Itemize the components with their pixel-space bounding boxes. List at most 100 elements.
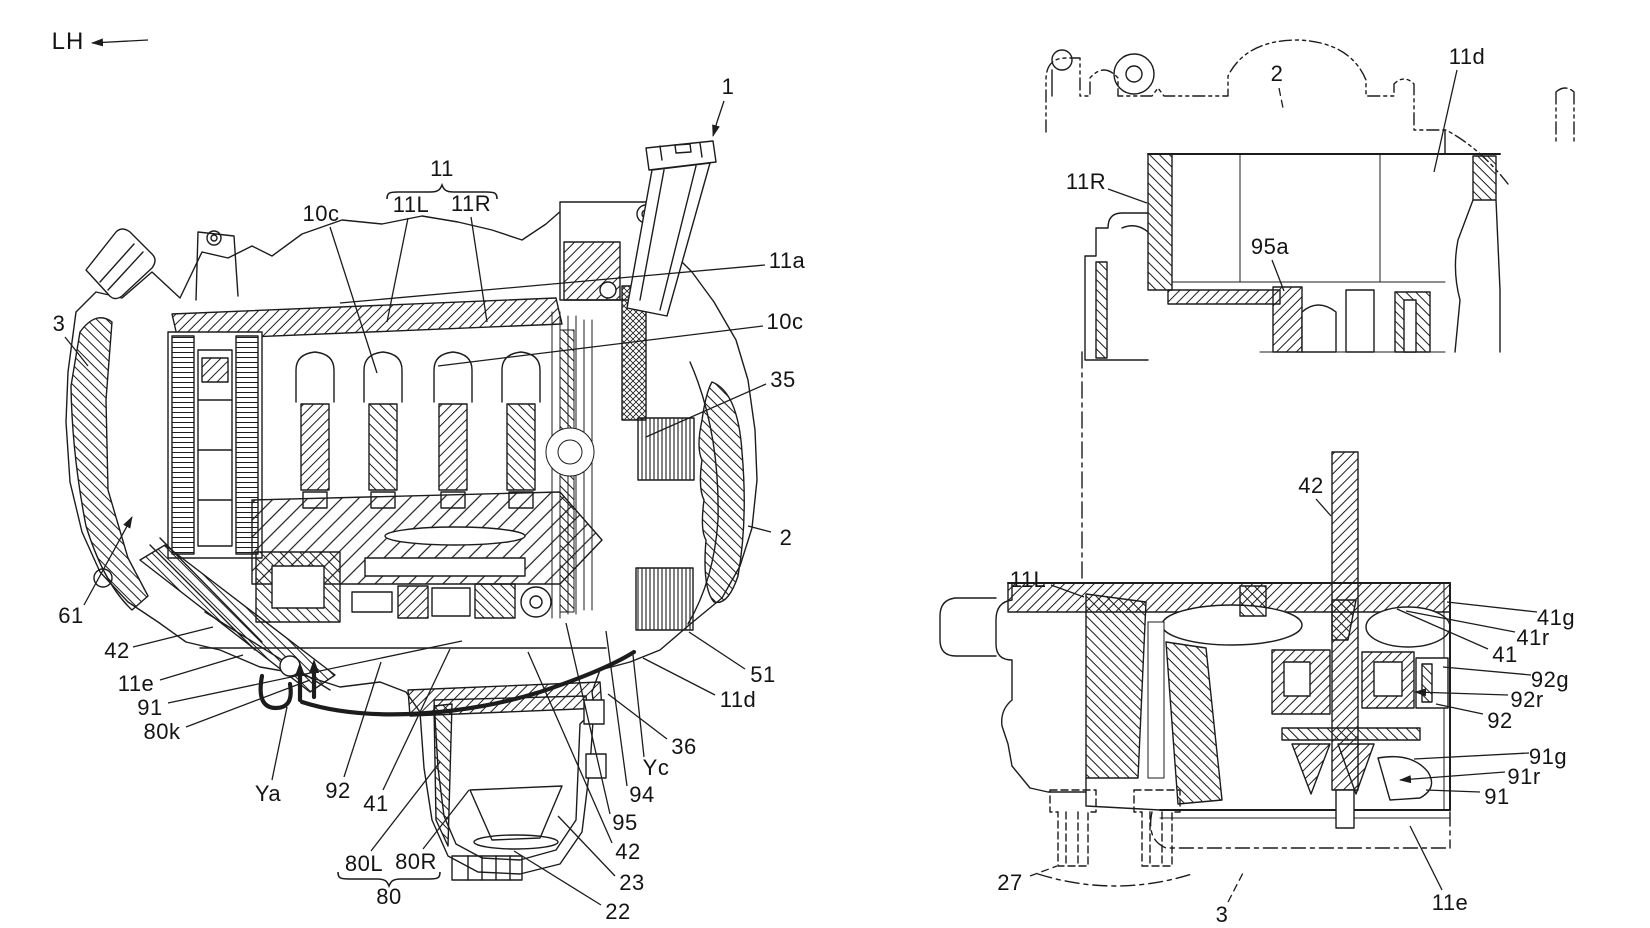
clutch-center-plates bbox=[545, 311, 595, 619]
ref-label-36: 36 bbox=[671, 734, 697, 759]
ref-label-11l: 11L bbox=[1009, 567, 1047, 592]
phantom-bolts-27 bbox=[1049, 789, 1181, 867]
case-bolt bbox=[1239, 585, 1267, 617]
orientation-label-lh: LH bbox=[51, 28, 85, 55]
ref-label-92g: 92g bbox=[1530, 667, 1570, 692]
leader-line bbox=[329, 226, 378, 374]
inner-wall-hatch bbox=[1165, 641, 1223, 805]
leader-line bbox=[1315, 498, 1332, 517]
ref-label-80r: 80R bbox=[395, 849, 437, 874]
leader-line bbox=[167, 640, 463, 704]
leader-line bbox=[1278, 87, 1284, 109]
leader-line bbox=[1399, 771, 1506, 784]
ref-label-11r: 11R bbox=[1065, 169, 1107, 194]
ref-label-23: 23 bbox=[619, 870, 645, 895]
leader-line bbox=[132, 626, 214, 648]
leader-line bbox=[422, 789, 470, 850]
right-wall-hatch bbox=[1472, 155, 1497, 201]
ref-label-80k: 80k bbox=[143, 719, 181, 744]
ref-label-yc: Yc bbox=[642, 755, 670, 780]
ref-label-11d: 11d bbox=[719, 687, 757, 712]
leader-line bbox=[437, 325, 764, 367]
leader-line bbox=[747, 525, 772, 533]
phantom-head-cover bbox=[1045, 39, 1575, 185]
leader-line bbox=[1405, 610, 1516, 633]
leader-line bbox=[645, 383, 767, 438]
ref-label-80l: 80L bbox=[344, 851, 384, 876]
leader-line bbox=[382, 648, 451, 791]
ref-label-41: 41 bbox=[363, 791, 389, 816]
transmission-shaft-row bbox=[199, 551, 607, 649]
leader-line bbox=[527, 651, 613, 844]
leader-line bbox=[1446, 601, 1538, 613]
leader-line bbox=[1413, 752, 1530, 760]
leader-line bbox=[339, 264, 766, 304]
generator-cover-hatch bbox=[70, 317, 149, 611]
leader-line bbox=[632, 654, 645, 758]
leader-line bbox=[159, 654, 244, 681]
oil-strainer bbox=[469, 785, 563, 841]
ref-label-27: 27 bbox=[997, 870, 1023, 895]
leader-line bbox=[343, 661, 382, 778]
ref-label-41: 41 bbox=[1492, 642, 1518, 667]
ref-label-10c: 10c bbox=[766, 309, 804, 334]
cylinder-block-upper bbox=[1084, 129, 1501, 361]
leader-line bbox=[557, 815, 616, 877]
ref-label-11: 11 bbox=[430, 156, 454, 181]
ref-label-1: 1 bbox=[721, 74, 735, 99]
leader-line bbox=[1425, 789, 1481, 793]
leader-line bbox=[607, 693, 668, 740]
leader-line bbox=[565, 622, 611, 815]
leader-line bbox=[64, 336, 89, 367]
phantom-pan-line bbox=[1037, 873, 1193, 887]
ref-label-3: 3 bbox=[1215, 902, 1229, 927]
engine-hanger-bracket bbox=[195, 230, 239, 301]
ref-label-91r: 91r bbox=[1507, 764, 1541, 789]
ref-label-95a: 95a bbox=[1250, 234, 1290, 259]
ref-label-51: 51 bbox=[750, 662, 776, 687]
figure-engine-crankcase-cross-section bbox=[939, 39, 1575, 887]
hatched-shaft-42 bbox=[1331, 451, 1359, 829]
leader-line bbox=[370, 761, 441, 852]
leader-line bbox=[91, 38, 149, 47]
leader-line bbox=[185, 679, 311, 728]
ref-label-42: 42 bbox=[1298, 473, 1324, 498]
ref-label-41r: 41r bbox=[1516, 625, 1550, 650]
ref-label-80: 80 bbox=[376, 884, 402, 909]
ref-label-10c: 10c bbox=[302, 201, 340, 226]
leader-line bbox=[1409, 825, 1443, 891]
ref-label-2: 2 bbox=[779, 525, 793, 550]
phantom-lower-flange bbox=[1149, 811, 1451, 849]
left-wall-hatch bbox=[1085, 593, 1147, 779]
grouping-brace bbox=[386, 182, 498, 200]
leader-line bbox=[1271, 259, 1285, 292]
oil-pan bbox=[407, 681, 607, 881]
cover-mount-bosses bbox=[1051, 49, 1155, 97]
ref-label-92: 92 bbox=[325, 778, 351, 803]
ref-label-92: 92 bbox=[1487, 708, 1513, 733]
ref-label-11r: 11R bbox=[450, 191, 492, 216]
ref-label-2: 2 bbox=[1270, 61, 1284, 86]
bearing-pedestal-hatch bbox=[1272, 286, 1303, 353]
drain-bolt bbox=[451, 855, 523, 881]
ref-label-91: 91 bbox=[1484, 784, 1510, 809]
leader-line bbox=[1050, 584, 1085, 598]
ref-label-91g: 91g bbox=[1528, 744, 1568, 769]
ref-label-61: 61 bbox=[58, 603, 84, 628]
leader-line bbox=[271, 706, 288, 781]
leader-line bbox=[470, 216, 488, 323]
leader-line bbox=[605, 630, 628, 787]
ref-label-ya: Ya bbox=[254, 781, 282, 806]
leader-line bbox=[1396, 608, 1489, 650]
leader-line bbox=[688, 631, 746, 670]
clutch-plate-stack-lower bbox=[635, 567, 694, 631]
ref-label-91: 91 bbox=[137, 695, 163, 720]
ref-label-94: 94 bbox=[629, 782, 655, 807]
leader-line bbox=[1107, 188, 1148, 204]
ref-label-42: 42 bbox=[615, 839, 641, 864]
leader-line bbox=[1433, 69, 1458, 173]
leader-line bbox=[1227, 872, 1244, 903]
